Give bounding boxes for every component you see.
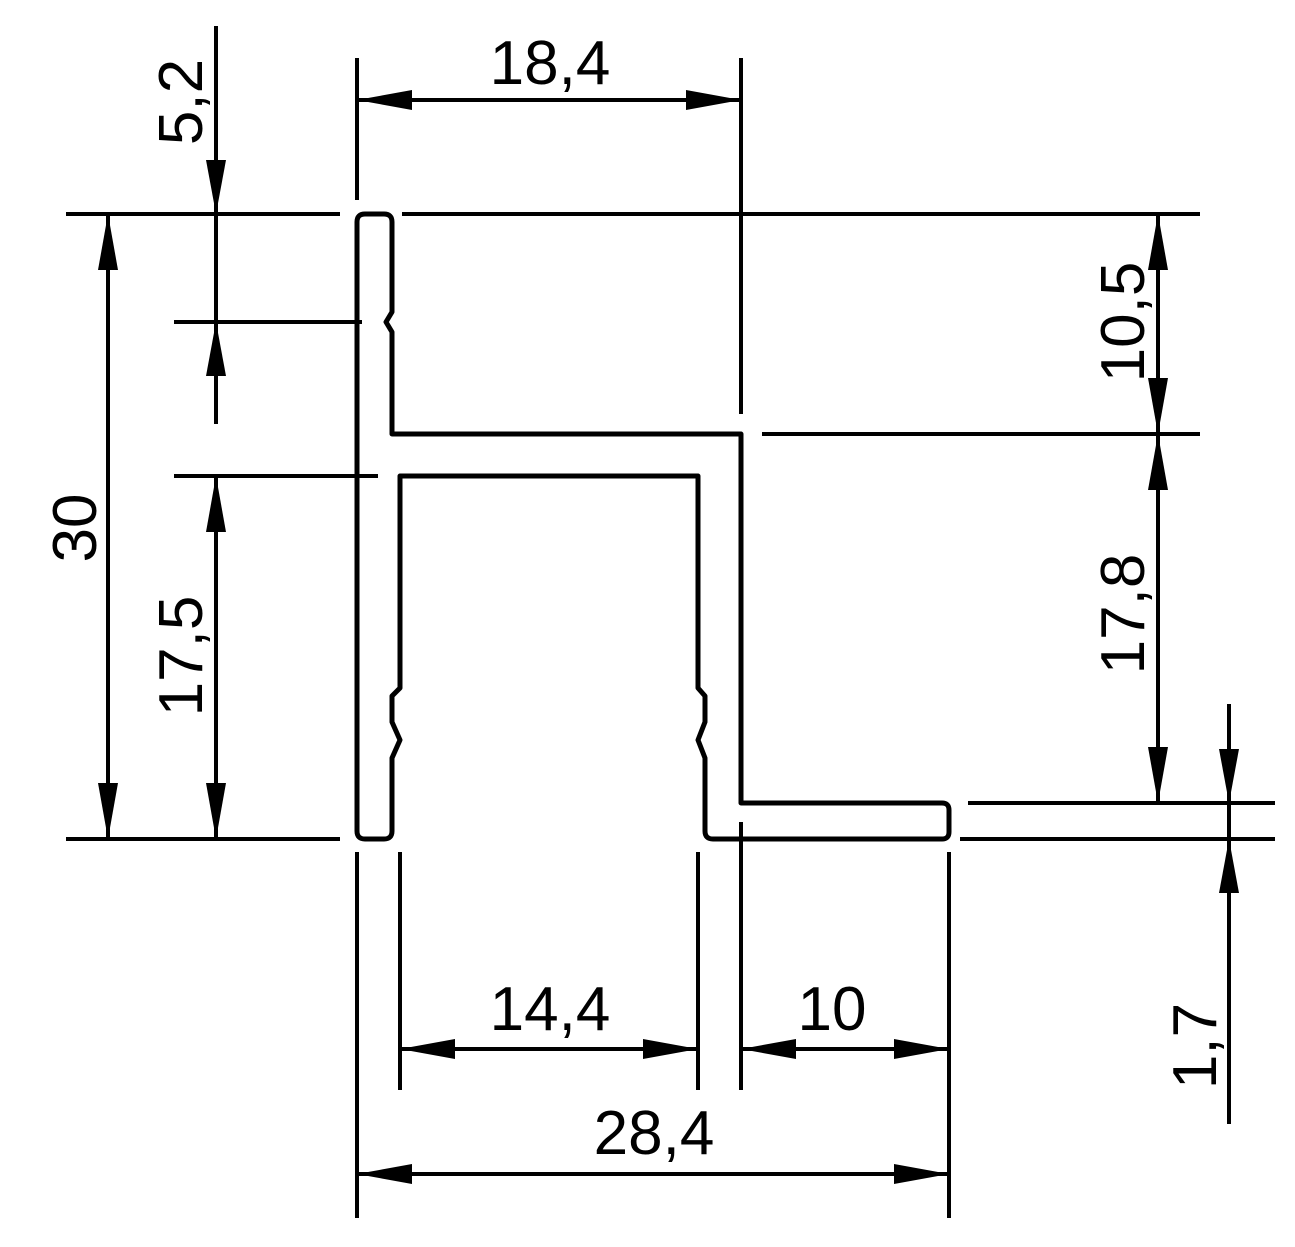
arrow-head [1219, 749, 1239, 803]
arrow-head [894, 1164, 949, 1184]
label-lower-right-height: 17,8 [1089, 554, 1158, 675]
dimension-flange-thickness [1219, 704, 1239, 1124]
dimension-total-width [357, 1164, 949, 1184]
arrow-head [206, 783, 226, 839]
arrow-head [643, 1039, 698, 1059]
label-flange-thickness: 1,7 [1161, 1003, 1230, 1089]
label-total-width: 28,4 [594, 1099, 715, 1168]
arrow-head [741, 1039, 796, 1059]
arrow-head [98, 214, 118, 270]
arrow-head [894, 1039, 949, 1059]
profile-outline [354, 211, 952, 842]
label-upper-right-height: 10,5 [1089, 262, 1158, 383]
arrow-head [1148, 214, 1168, 270]
arrow-head [400, 1039, 455, 1059]
label-flange-length: 10 [798, 975, 867, 1044]
dimension-total-height [98, 214, 118, 839]
arrow-head [98, 783, 118, 839]
arrow-head [357, 1164, 412, 1184]
dimension-upper-right-height [1148, 214, 1168, 803]
arrow-head [686, 90, 741, 110]
dimension-inner-height [206, 476, 226, 839]
arrow-head [1148, 434, 1168, 490]
arrow-head [206, 160, 226, 214]
arrow-head [1148, 747, 1168, 803]
label-top-width: 18,4 [490, 29, 611, 98]
label-inner-width: 14,4 [490, 975, 611, 1044]
arrow-head [206, 476, 226, 532]
dimension-top-notch [206, 26, 226, 424]
label-top-notch: 5,2 [147, 59, 216, 145]
dimension-flange-length [741, 1039, 949, 1059]
arrow-head [206, 322, 226, 376]
arrow-head [1219, 839, 1239, 893]
arrow-head [1148, 378, 1168, 434]
dimension-top-width [357, 90, 741, 110]
label-total-height: 30 [41, 494, 110, 563]
label-inner-height: 17,5 [147, 596, 216, 717]
dimension-inner-width [400, 1039, 698, 1059]
arrow-head [357, 90, 412, 110]
